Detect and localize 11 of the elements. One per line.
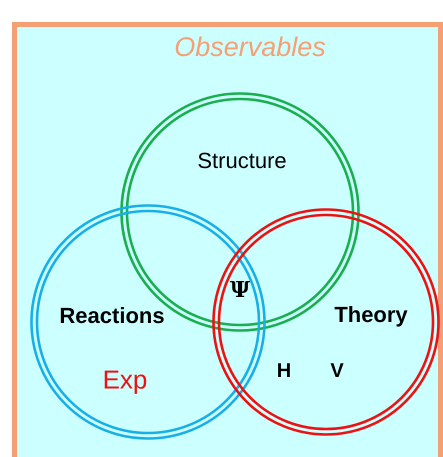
variable-label: H (276, 360, 292, 382)
circle-label: Theory (334, 302, 408, 328)
variable-label: V (330, 360, 344, 382)
frame-panel (12, 22, 443, 457)
circle-sublabel: Exp (102, 366, 148, 394)
symbol-label: Ψ (230, 278, 250, 302)
frame-title: Observables (174, 33, 326, 63)
venn-circle (212, 208, 440, 436)
circle-label: Structure (197, 148, 287, 174)
circle-label: Reactions (59, 304, 165, 328)
venn-circle (30, 204, 266, 440)
